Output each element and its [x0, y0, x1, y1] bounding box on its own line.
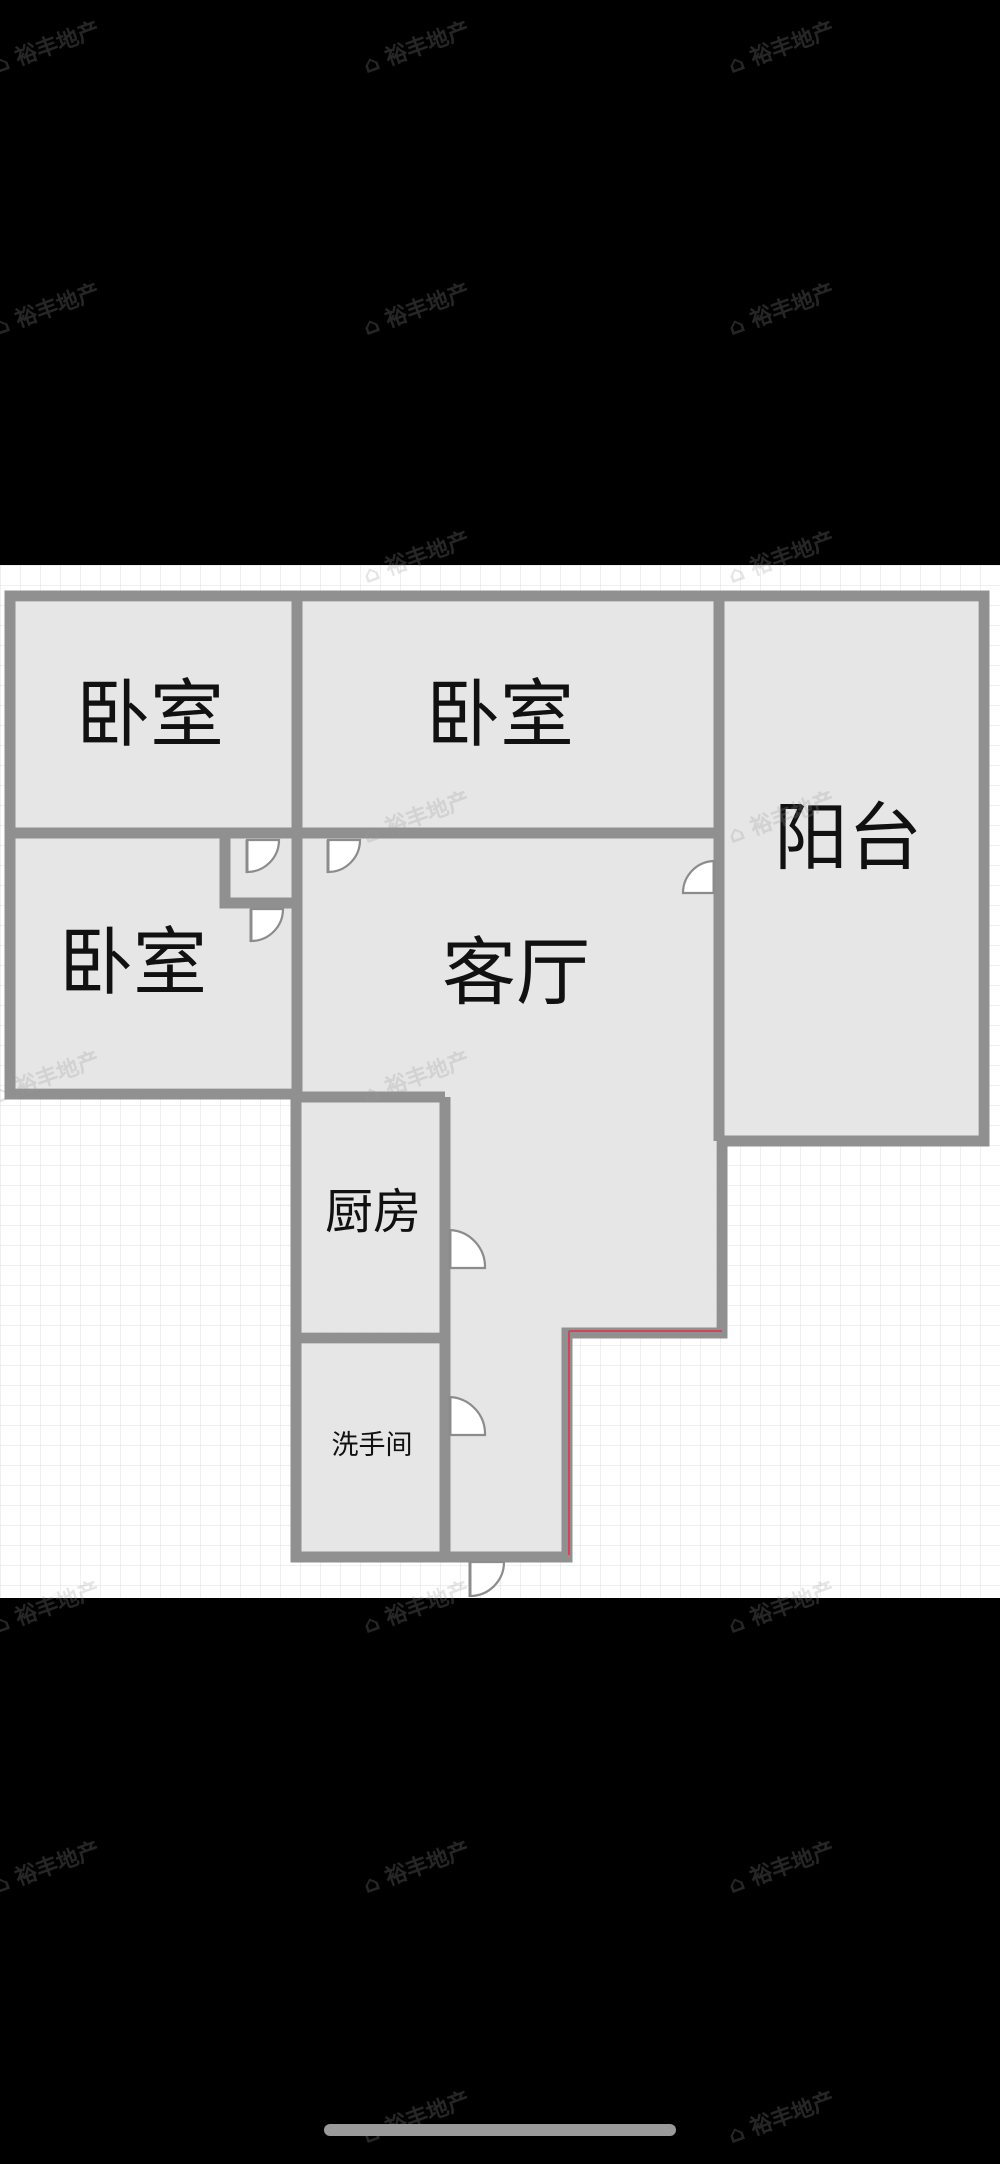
wall-hall-notch	[219, 833, 297, 909]
top-black-band	[0, 0, 1000, 565]
floor-plan: 卧室 卧室 阳台 卧室 客厅 厨房 洗手间	[0, 565, 1000, 1598]
door-kitchen	[448, 1228, 487, 1270]
floor-plan-drawing: 卧室 卧室 阳台 卧室 客厅 厨房 洗手间	[4, 590, 990, 1598]
room-labels: 卧室 卧室 阳台 卧室 客厅 厨房 洗手间	[59, 672, 922, 1461]
room-label-living-room: 客厅	[442, 930, 590, 1016]
room-label-bedroom-2: 卧室	[426, 672, 574, 758]
outer-wall	[4, 590, 990, 1563]
door-bathroom	[448, 1395, 487, 1437]
door-balcony	[681, 859, 716, 895]
bedroom-1-floor	[15, 602, 295, 830]
balcony-floor	[722, 602, 978, 1140]
room-label-bedroom-1: 卧室	[76, 672, 224, 758]
room-label-kitchen: 厨房	[325, 1184, 421, 1240]
kitchen-floor	[300, 1100, 442, 1332]
bottom-black-band	[0, 1598, 1000, 2164]
room-label-bedroom-3: 卧室	[59, 920, 207, 1006]
bathroom-floor	[300, 1344, 442, 1555]
doors	[245, 838, 716, 1598]
door-bedroom-1	[245, 838, 281, 874]
home-indicator-bar[interactable]	[324, 2124, 676, 2136]
door-bedroom-3	[249, 907, 285, 943]
room-floors	[15, 602, 978, 1555]
room-label-bathroom: 洗手间	[332, 1430, 413, 1461]
door-bedroom-2	[326, 838, 362, 874]
room-label-balcony: 阳台	[774, 795, 922, 881]
bedroom-2-floor	[300, 602, 716, 830]
walls	[4, 590, 990, 1563]
living-room-floor	[226, 836, 716, 1555]
door-entrance	[468, 1560, 506, 1598]
